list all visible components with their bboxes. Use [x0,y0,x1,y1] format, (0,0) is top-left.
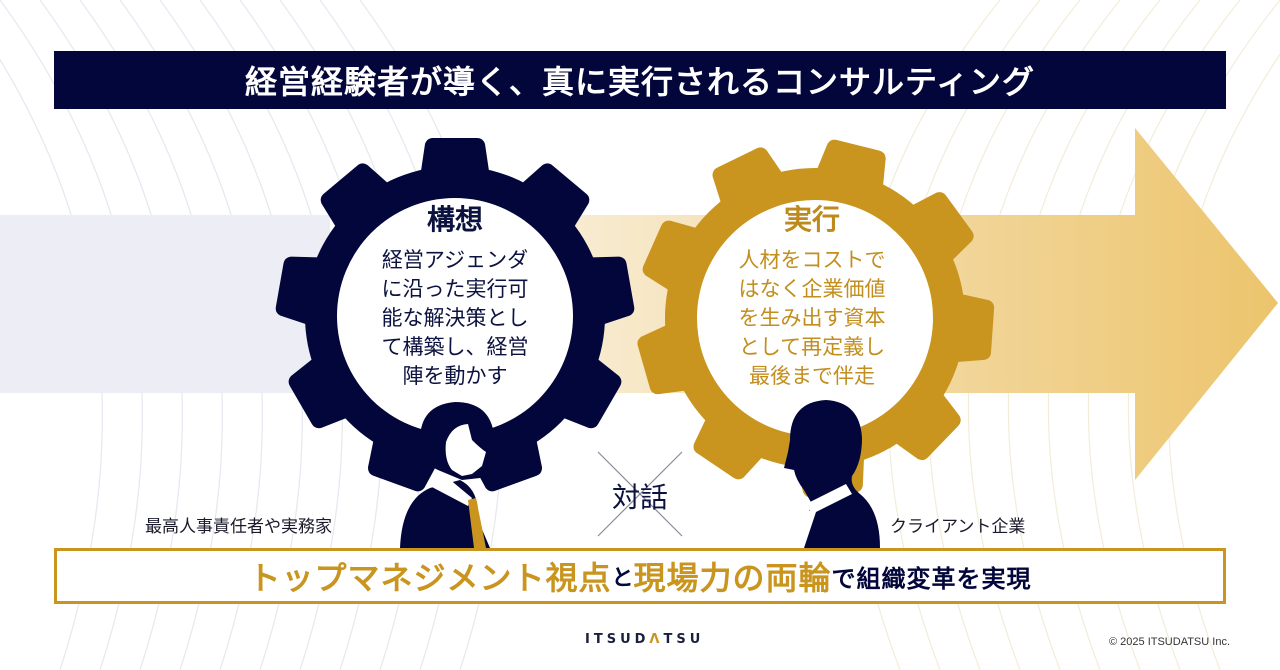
concept-body: 経営アジェンダ に沿った実行可 能な解決策とし て構築し、経営 陣を動かす [355,246,555,391]
tagline-box: トップマネジメント視点 と 現場力の両輪 で組織変革を実現 [54,548,1226,604]
execution-line: はなく企業価値 [738,277,886,301]
gold-gear [596,101,1034,535]
logo-text-right: TSU [663,632,705,647]
title-banner: 経営経験者が導く、真に実行されるコンサルティング [54,51,1226,109]
execution-line: として再定義し [738,335,886,359]
copyright: © 2025 ITSUDATSU Inc. [1109,636,1230,648]
concept-line: 陣を動かす [402,364,508,388]
navy-gear [274,138,636,495]
execution-gear-text: 実行 人材をコストで はなく企業価値 を生み出す資本 として再定義し 最後まで伴… [712,198,912,391]
logo-accent-icon: Λ [649,632,664,647]
concept-line: 経営アジェンダ [381,248,529,272]
dialog-cross-icon [597,451,683,537]
left-person-icon [400,402,496,548]
tagline-part-4: で組織変革を実現 [831,564,1032,593]
concept-line: に沿った実行可 [381,277,529,301]
execution-body: 人材をコストで はなく企業価値 を生み出す資本 として再定義し 最後まで伴走 [712,246,912,391]
right-person-icon [784,400,880,548]
tagline-part-2: と [611,566,634,591]
left-band [0,215,330,393]
concept-line: て構築し、経営 [381,335,529,359]
right-person-label: クライアント企業 [890,517,1026,537]
execution-line: 人材をコストで [738,248,886,272]
tagline-part-3: 現場力の両輪 [633,559,832,597]
page-title: 経営経験者が導く、真に実行されるコンサルティング [244,63,1036,101]
dialog-label: 対話 [611,481,668,514]
logo-text-left: ITSUD [585,632,650,647]
concept-line: 能な解決策とし [381,306,529,330]
company-logo: ITSUDΛTSU [585,632,700,647]
concept-gear-text: 構想 経営アジェンダ に沿った実行可 能な解決策とし て構築し、経営 陣を動かす [355,198,555,391]
tagline-part-1: トップマネジメント視点 [248,559,612,597]
concept-heading: 構想 [426,203,483,236]
execution-line: 最後まで伴走 [749,364,875,388]
dialog-marker: 対話 [598,452,682,536]
execution-line: を生み出す資本 [738,306,886,330]
left-person-label: 最高人事責任者や実務家 [145,517,332,537]
execution-heading: 実行 [783,203,840,236]
